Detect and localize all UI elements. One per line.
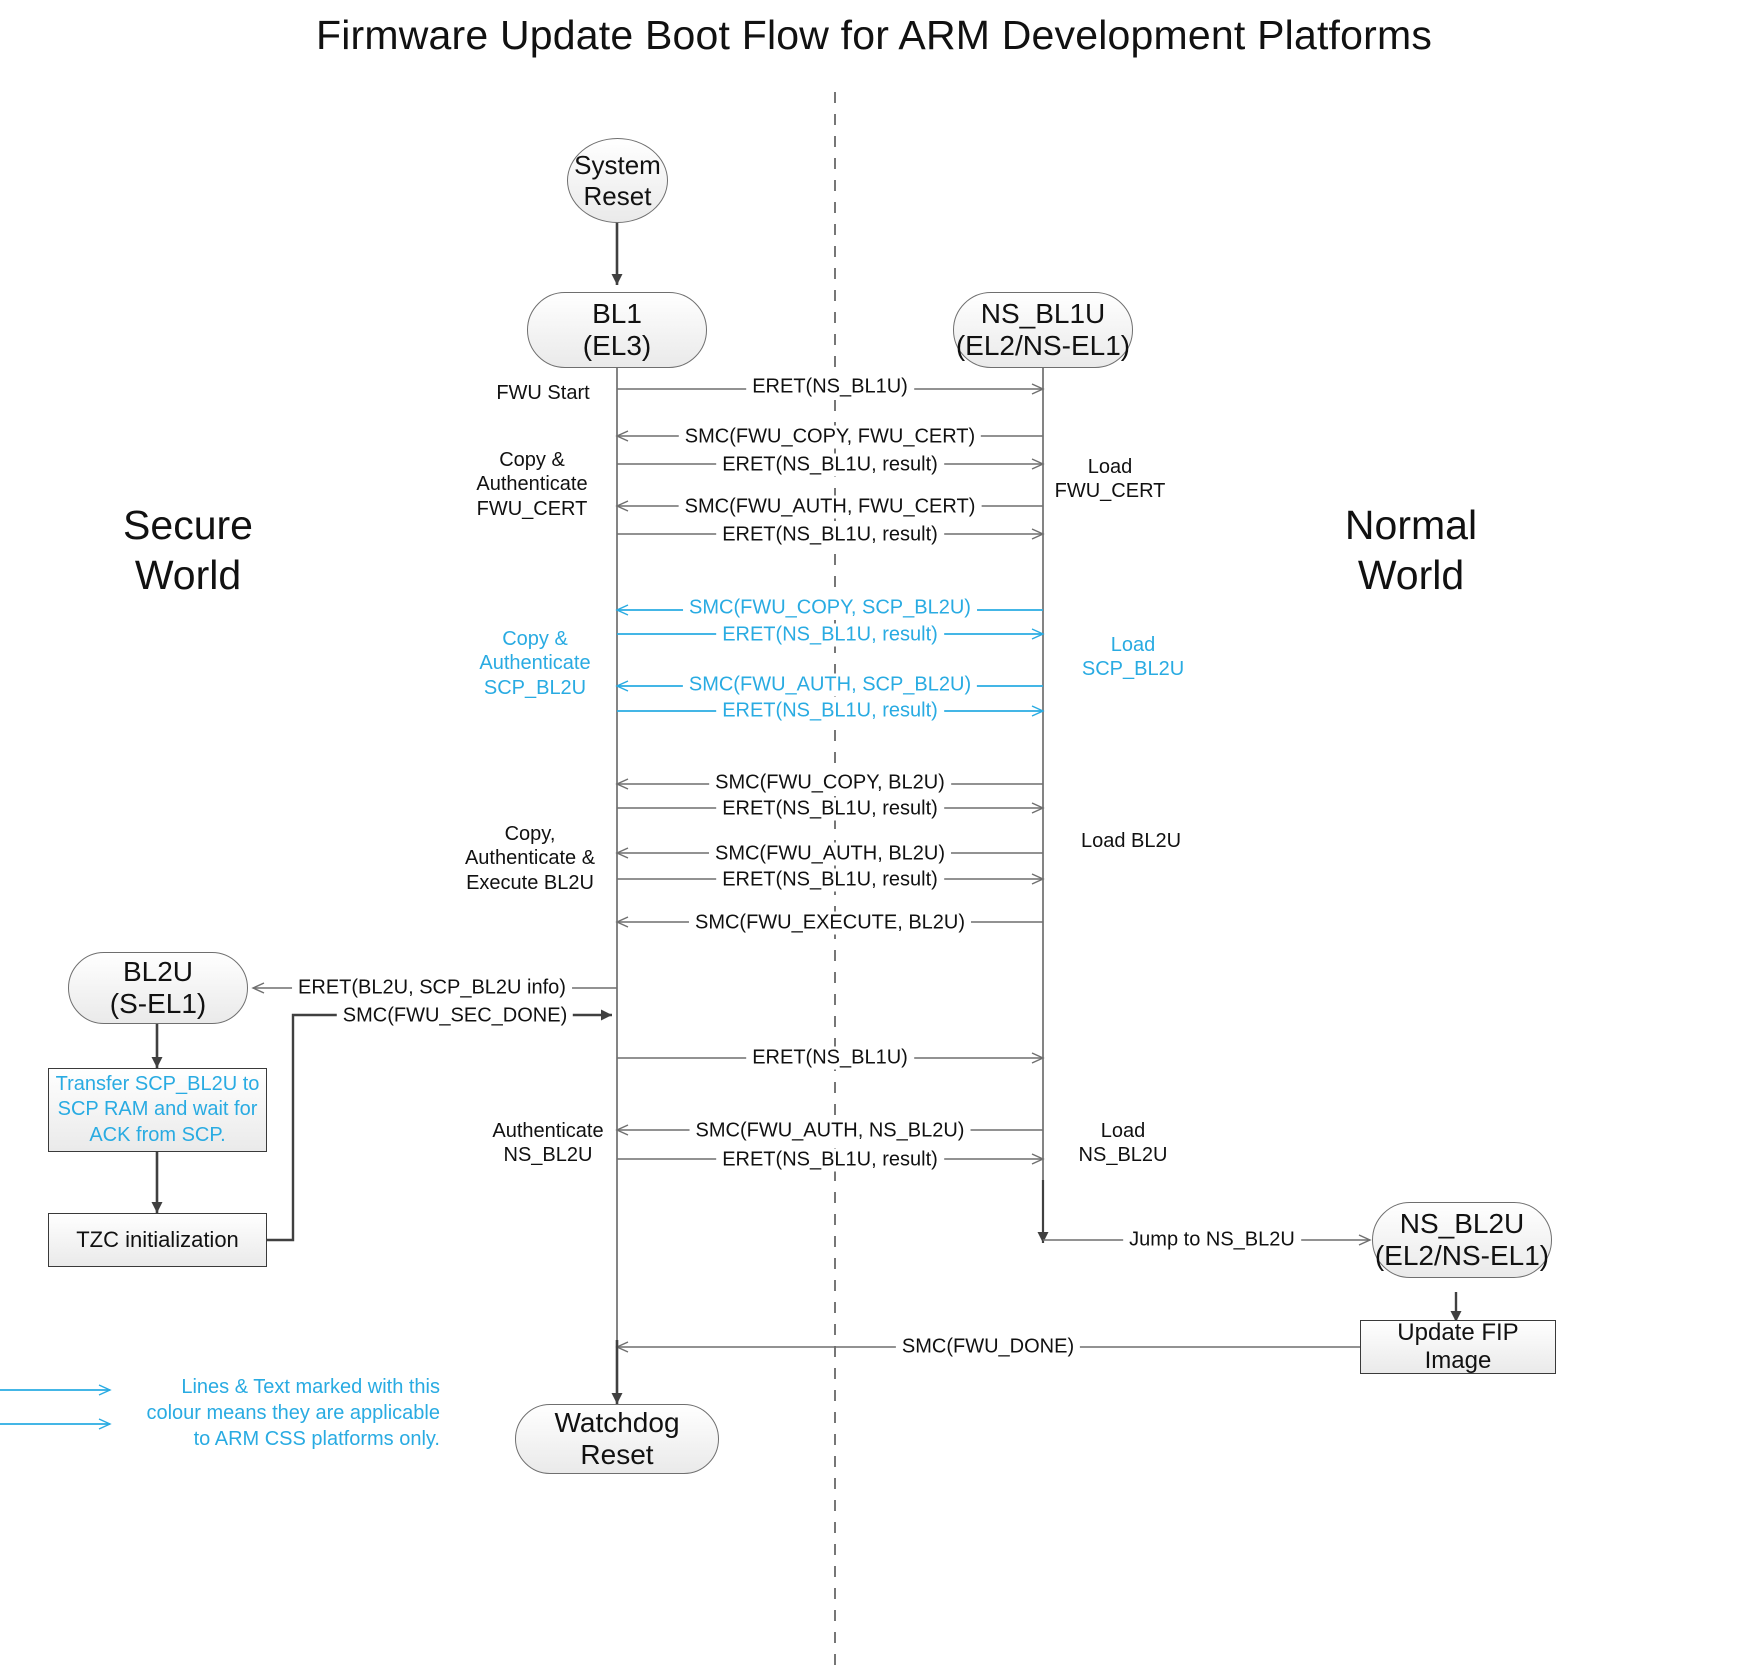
m15-head: ERET(BL2U, [298,976,420,999]
message-label-m19: ERET(NS_BL1U, result) [716,1148,944,1172]
message-label-m1: ERET(NS_BL1U) [746,375,914,399]
node-transfer-scp-bl2u[interactable]: Transfer SCP_BL2U to SCP RAM and wait fo… [48,1068,267,1152]
node-ns-bl2u-line2: (EL2/NS-EL1) [1374,1240,1550,1271]
node-ns-bl1u[interactable]: NS_BL1U (EL2/NS-EL1) [953,292,1133,368]
message-label-m7: ERET(NS_BL1U, result) [716,623,944,647]
node-system-reset-line2: Reset [583,180,652,211]
message-label-m18: SMC(FWU_AUTH, NS_BL2U) [689,1119,971,1143]
message-label-m9: ERET(NS_BL1U, result) [716,699,944,723]
message-label-m8: SMC(FWU_AUTH, SCP_BL2U) [682,673,978,697]
node-watchdog-label: Watchdog Reset [554,1407,680,1470]
node-bl1-line2: (EL3) [582,330,652,361]
message-label-m2: SMC(FWU_COPY, FWU_CERT) [678,425,982,449]
node-ns-bl1u-line1: NS_BL1U [980,298,1106,329]
side-label-copy-auth-exec: Copy,Authenticate &Execute BL2U [464,823,596,894]
node-transfer-line2: SCP RAM and wait for [57,1098,258,1121]
message-label-m6: SMC(FWU_COPY, SCP_BL2U) [683,596,977,620]
message-label-m10: SMC(FWU_COPY, BL2U) [709,771,951,795]
page-title: Firmware Update Boot Flow for ARM Develo… [315,12,1433,58]
side-label-fwu-start: FWU Start [496,382,590,404]
message-label-m13: ERET(NS_BL1U, result) [716,868,944,892]
node-ns-bl2u-line1: NS_BL2U [1399,1208,1525,1239]
message-label-m20: Jump to NS_BL2U [1123,1228,1301,1252]
m15-tail: ) [559,976,566,999]
message-label-m21: SMC(FWU_DONE) [895,1335,1081,1359]
m15-cyan: SCP_BL2U info [419,976,560,999]
node-ns-bl1u-line2: (EL2/NS-EL1) [955,330,1131,361]
message-label-m14: SMC(FWU_EXECUTE, BL2U) [688,911,972,935]
node-ns-bl2u[interactable]: NS_BL2U (EL2/NS-EL1) [1372,1202,1552,1278]
node-transfer-line1: Transfer SCP_BL2U to [55,1072,260,1095]
message-label-m11: ERET(NS_BL1U, result) [716,797,944,821]
node-watchdog-reset[interactable]: Watchdog Reset [515,1404,719,1474]
node-transfer-line3: ACK from SCP. [89,1123,226,1146]
node-system-reset[interactable]: System Reset [567,138,668,223]
message-label-m17: ERET(NS_BL1U) [746,1046,914,1070]
message-label-m12: SMC(FWU_AUTH, BL2U) [708,842,952,866]
node-tzc-label: TZC initialization [76,1227,239,1252]
node-bl2u-line1: BL2U [122,956,194,987]
message-label-m15: ERET(BL2U, SCP_BL2U info) [292,976,572,1000]
node-bl2u-line2: (S-EL1) [109,988,207,1019]
message-label-m4: SMC(FWU_AUTH, FWU_CERT) [678,495,982,519]
side-label-load-bl2u: Load BL2U [1080,830,1182,852]
message-label-m5: ERET(NS_BL1U, result) [716,523,944,547]
message-label-m16: SMC(FWU_SEC_DONE) [336,1004,574,1028]
node-update-fip-image[interactable]: Update FIP Image [1360,1319,1556,1374]
message-label-m3: ERET(NS_BL1U, result) [716,453,944,477]
node-bl2u[interactable]: BL2U (S-EL1) [68,952,248,1024]
node-bl1[interactable]: BL1 (EL3) [527,292,707,368]
node-system-reset-line1: System [574,149,661,180]
node-update-fip-label: Update FIP Image [1397,1319,1519,1374]
node-tzc-initialization[interactable]: TZC initialization [48,1213,267,1267]
node-bl1-line1: BL1 [592,298,642,329]
